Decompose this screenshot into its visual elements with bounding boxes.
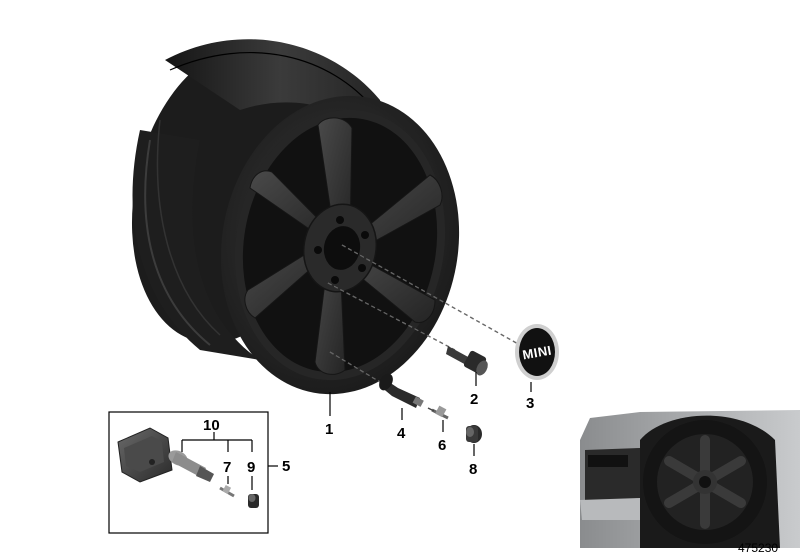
callout-4: 4	[397, 425, 406, 442]
callout-9: 9	[247, 459, 255, 476]
callout-8: 8	[469, 461, 477, 478]
car-thumbnail	[580, 410, 800, 560]
callout-5: 5	[282, 458, 290, 475]
document-number: 475230	[738, 541, 778, 555]
valve-stem	[379, 373, 424, 408]
callout-1: 1	[325, 421, 333, 438]
tpms-sensor	[117, 427, 173, 483]
tpms-kit-box: 5 10 7 9	[108, 411, 290, 534]
hub-cap-logo: MINI	[521, 343, 553, 363]
tpms-valve	[168, 450, 214, 482]
callout-2: 2	[470, 391, 478, 408]
tpms-valve-cap	[248, 494, 259, 508]
callout-10: 10	[203, 417, 220, 434]
tpms-valve-core	[219, 484, 235, 498]
callout-6: 6	[438, 437, 446, 454]
callout-7: 7	[223, 459, 231, 476]
valve-cap	[466, 425, 482, 443]
hub-cap: MINI	[515, 324, 559, 380]
valve-core	[427, 405, 449, 420]
wheel-illustration	[131, 39, 460, 395]
assembly-lines	[327, 244, 521, 386]
leader-lines	[329, 372, 532, 456]
callout-3: 3	[526, 395, 534, 412]
lug-bolt	[446, 346, 488, 376]
